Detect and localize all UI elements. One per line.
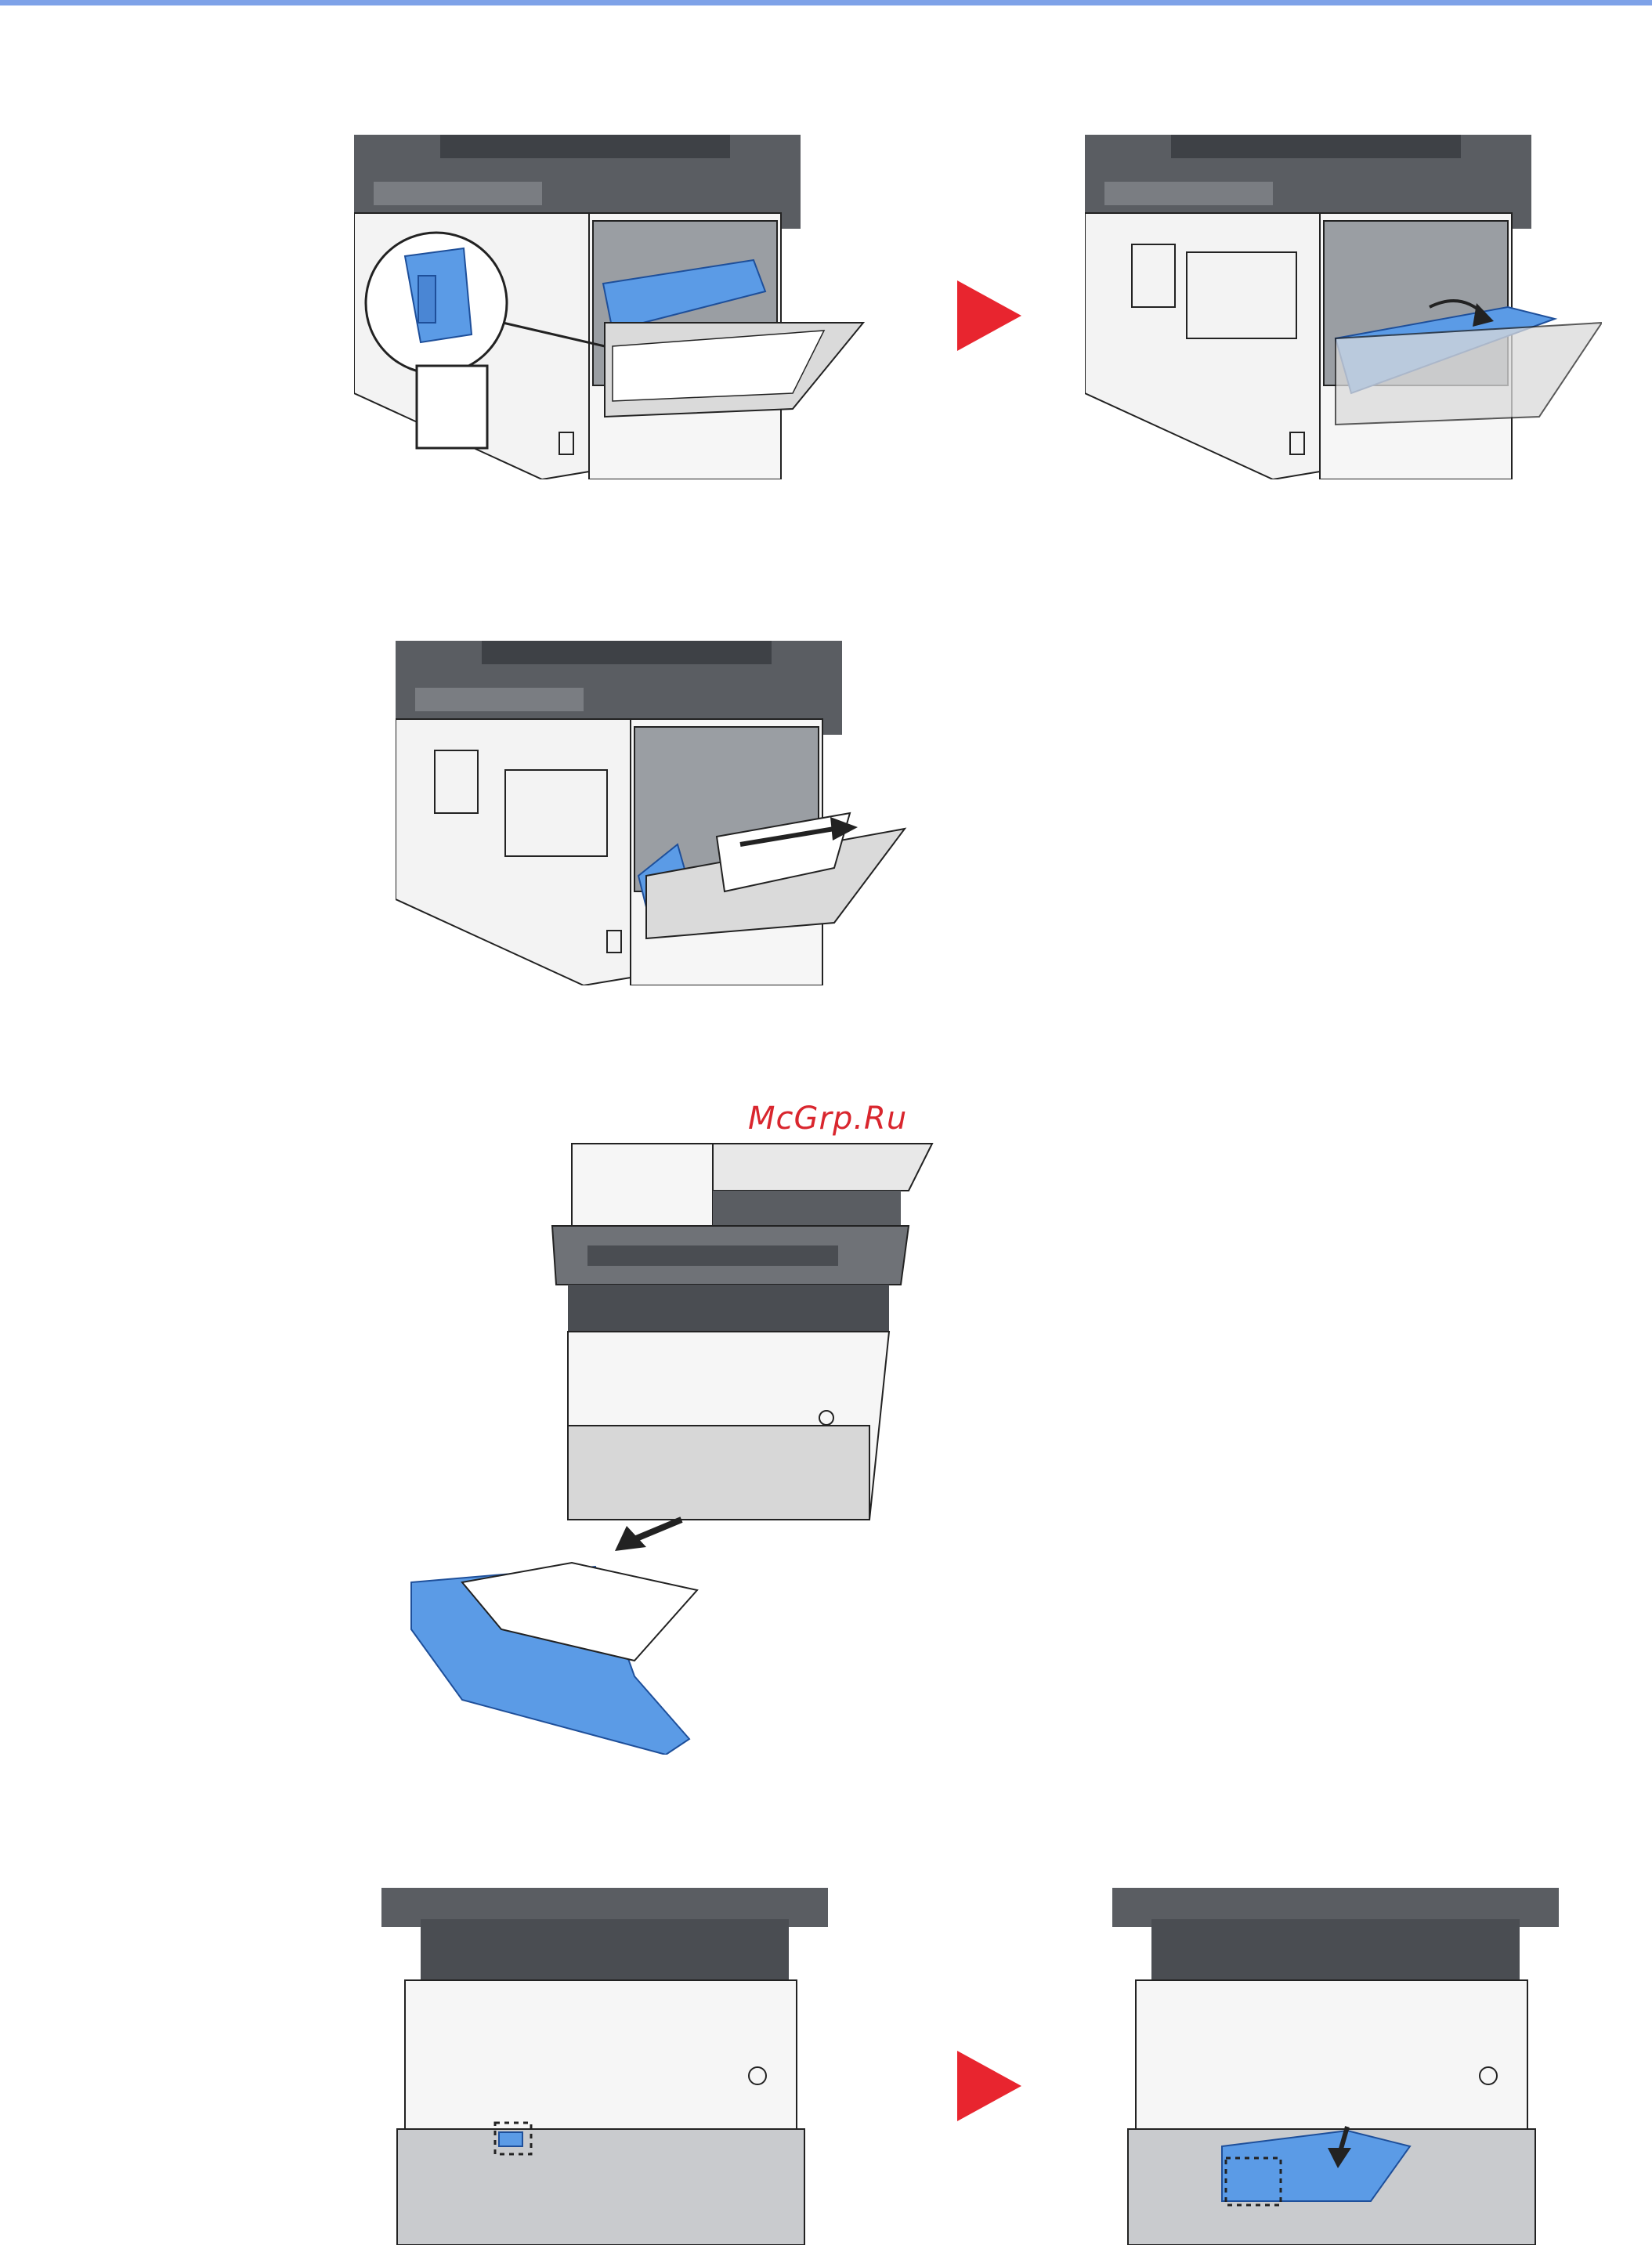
top-rule	[0, 0, 1652, 5]
figure-fuser-callout	[354, 135, 871, 479]
figure-cassette-lever	[381, 1888, 828, 2245]
next-step-arrow-icon	[957, 2051, 1021, 2121]
figure-remove-cassette	[399, 1128, 948, 1755]
figure-cassette-lever-lowered	[1112, 1888, 1559, 2245]
watermark: McGrp.Ru	[748, 1101, 907, 1137]
next-step-arrow-icon	[957, 280, 1021, 351]
figure-remove-paper	[396, 641, 913, 985]
figure-fuser-rotated	[1085, 135, 1602, 479]
